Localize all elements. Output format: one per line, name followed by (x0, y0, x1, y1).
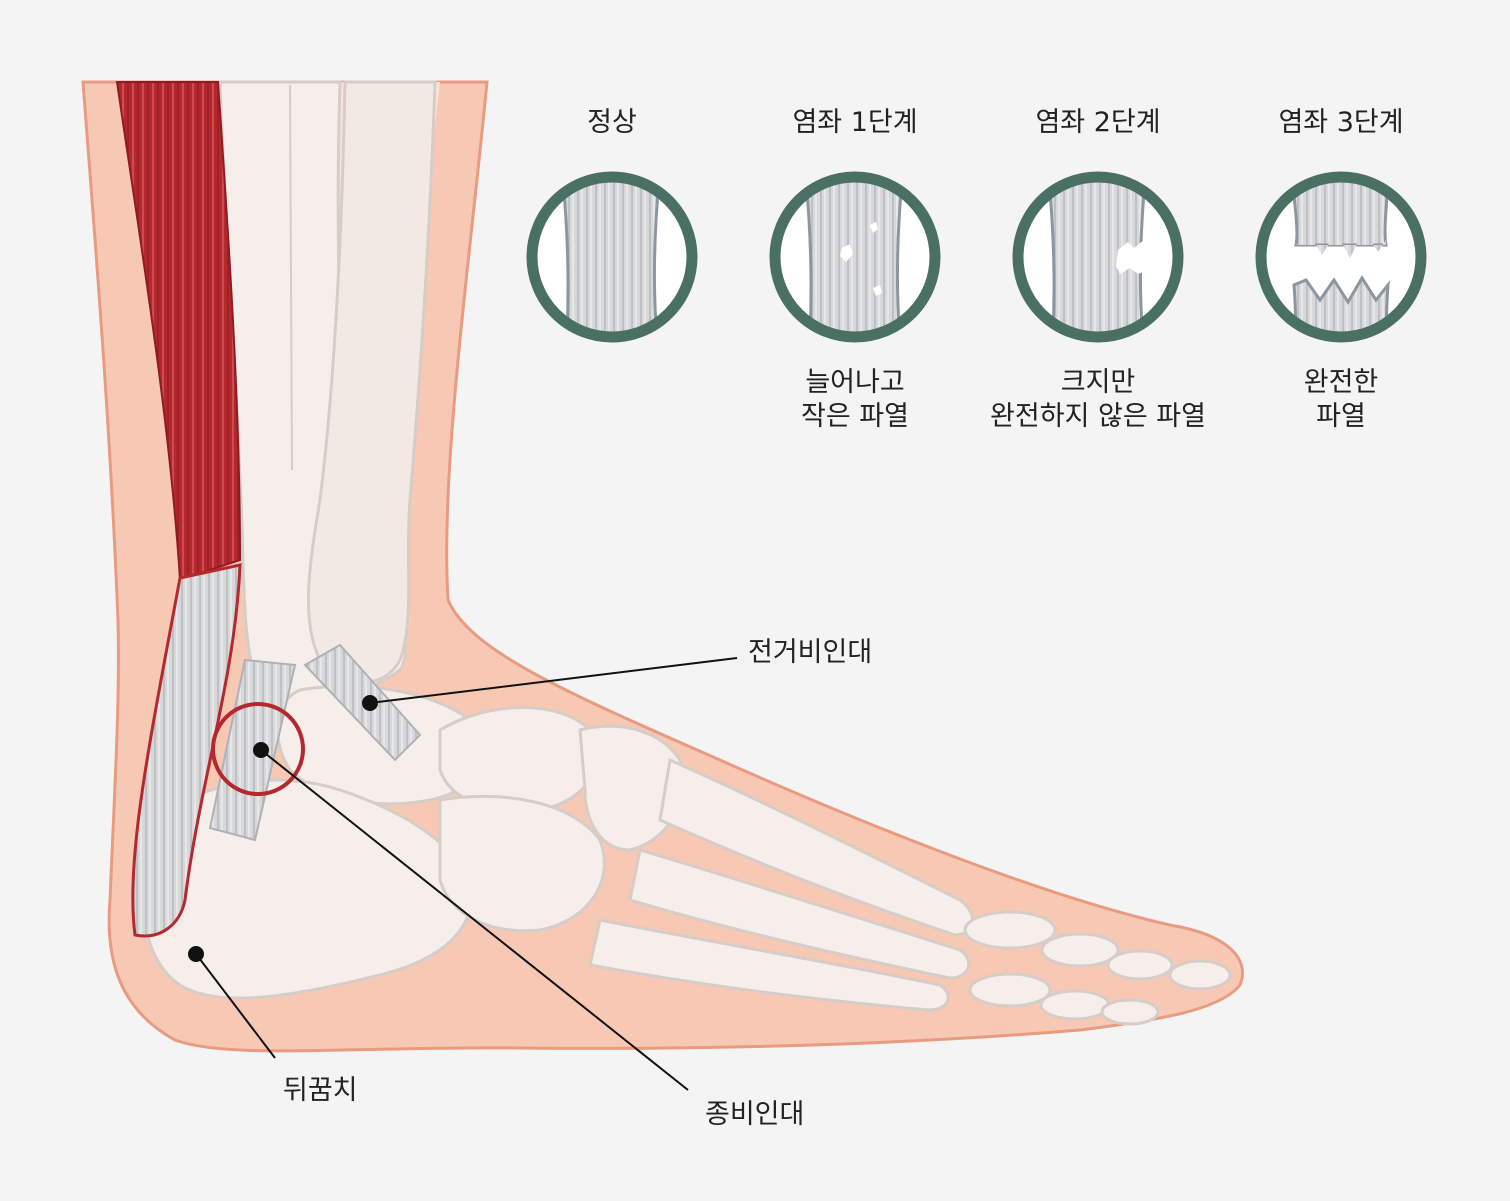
stage-desc-2: 크지만 완전하지 않은 파열 (968, 366, 1228, 434)
stage-desc-3-line2: 파열 (1316, 401, 1366, 432)
stage-desc-2-line2: 완전하지 않은 파열 (990, 401, 1206, 432)
callout-atfl: 전거비인대 (748, 637, 873, 668)
stage-circle-1 (775, 177, 935, 337)
cfl-dot (253, 742, 269, 758)
toe-phalanges (963, 910, 1232, 1026)
stage-circle-normal (532, 177, 692, 337)
stage-title-3: 염좌 3단계 (1278, 107, 1404, 138)
stage-title-normal: 정상 (587, 107, 637, 138)
calcaneus-bone (141, 778, 473, 1000)
stage-desc-3: 완전한 파열 (1211, 366, 1471, 434)
metatarsal-bones (588, 757, 975, 1012)
stage-title-2: 염좌 2단계 (1035, 107, 1161, 138)
stage-desc-2-line1: 크지만 (1060, 367, 1136, 398)
stage-title-1: 염좌 1단계 (792, 107, 918, 138)
stage-desc-1-line2: 작은 파열 (801, 401, 909, 432)
navicular-bone (438, 706, 600, 813)
callout-leaders (195, 657, 738, 1091)
achilles-tendon (131, 563, 242, 938)
stage-desc-1-line1: 늘어나고 (805, 367, 905, 398)
stage-circle-3 (1261, 177, 1421, 337)
stage-desc-3-line1: 완전한 (1303, 367, 1379, 398)
cfl-highlight-ring (211, 702, 305, 796)
heel-dot (188, 946, 204, 962)
stage-desc-1: 늘어나고 작은 파열 (725, 366, 985, 434)
stage-circle-2 (1018, 177, 1178, 337)
atfl-dot (362, 695, 378, 711)
callout-heel: 뒤꿈치 (283, 1075, 358, 1106)
callout-cfl: 종비인대 (705, 1099, 805, 1130)
